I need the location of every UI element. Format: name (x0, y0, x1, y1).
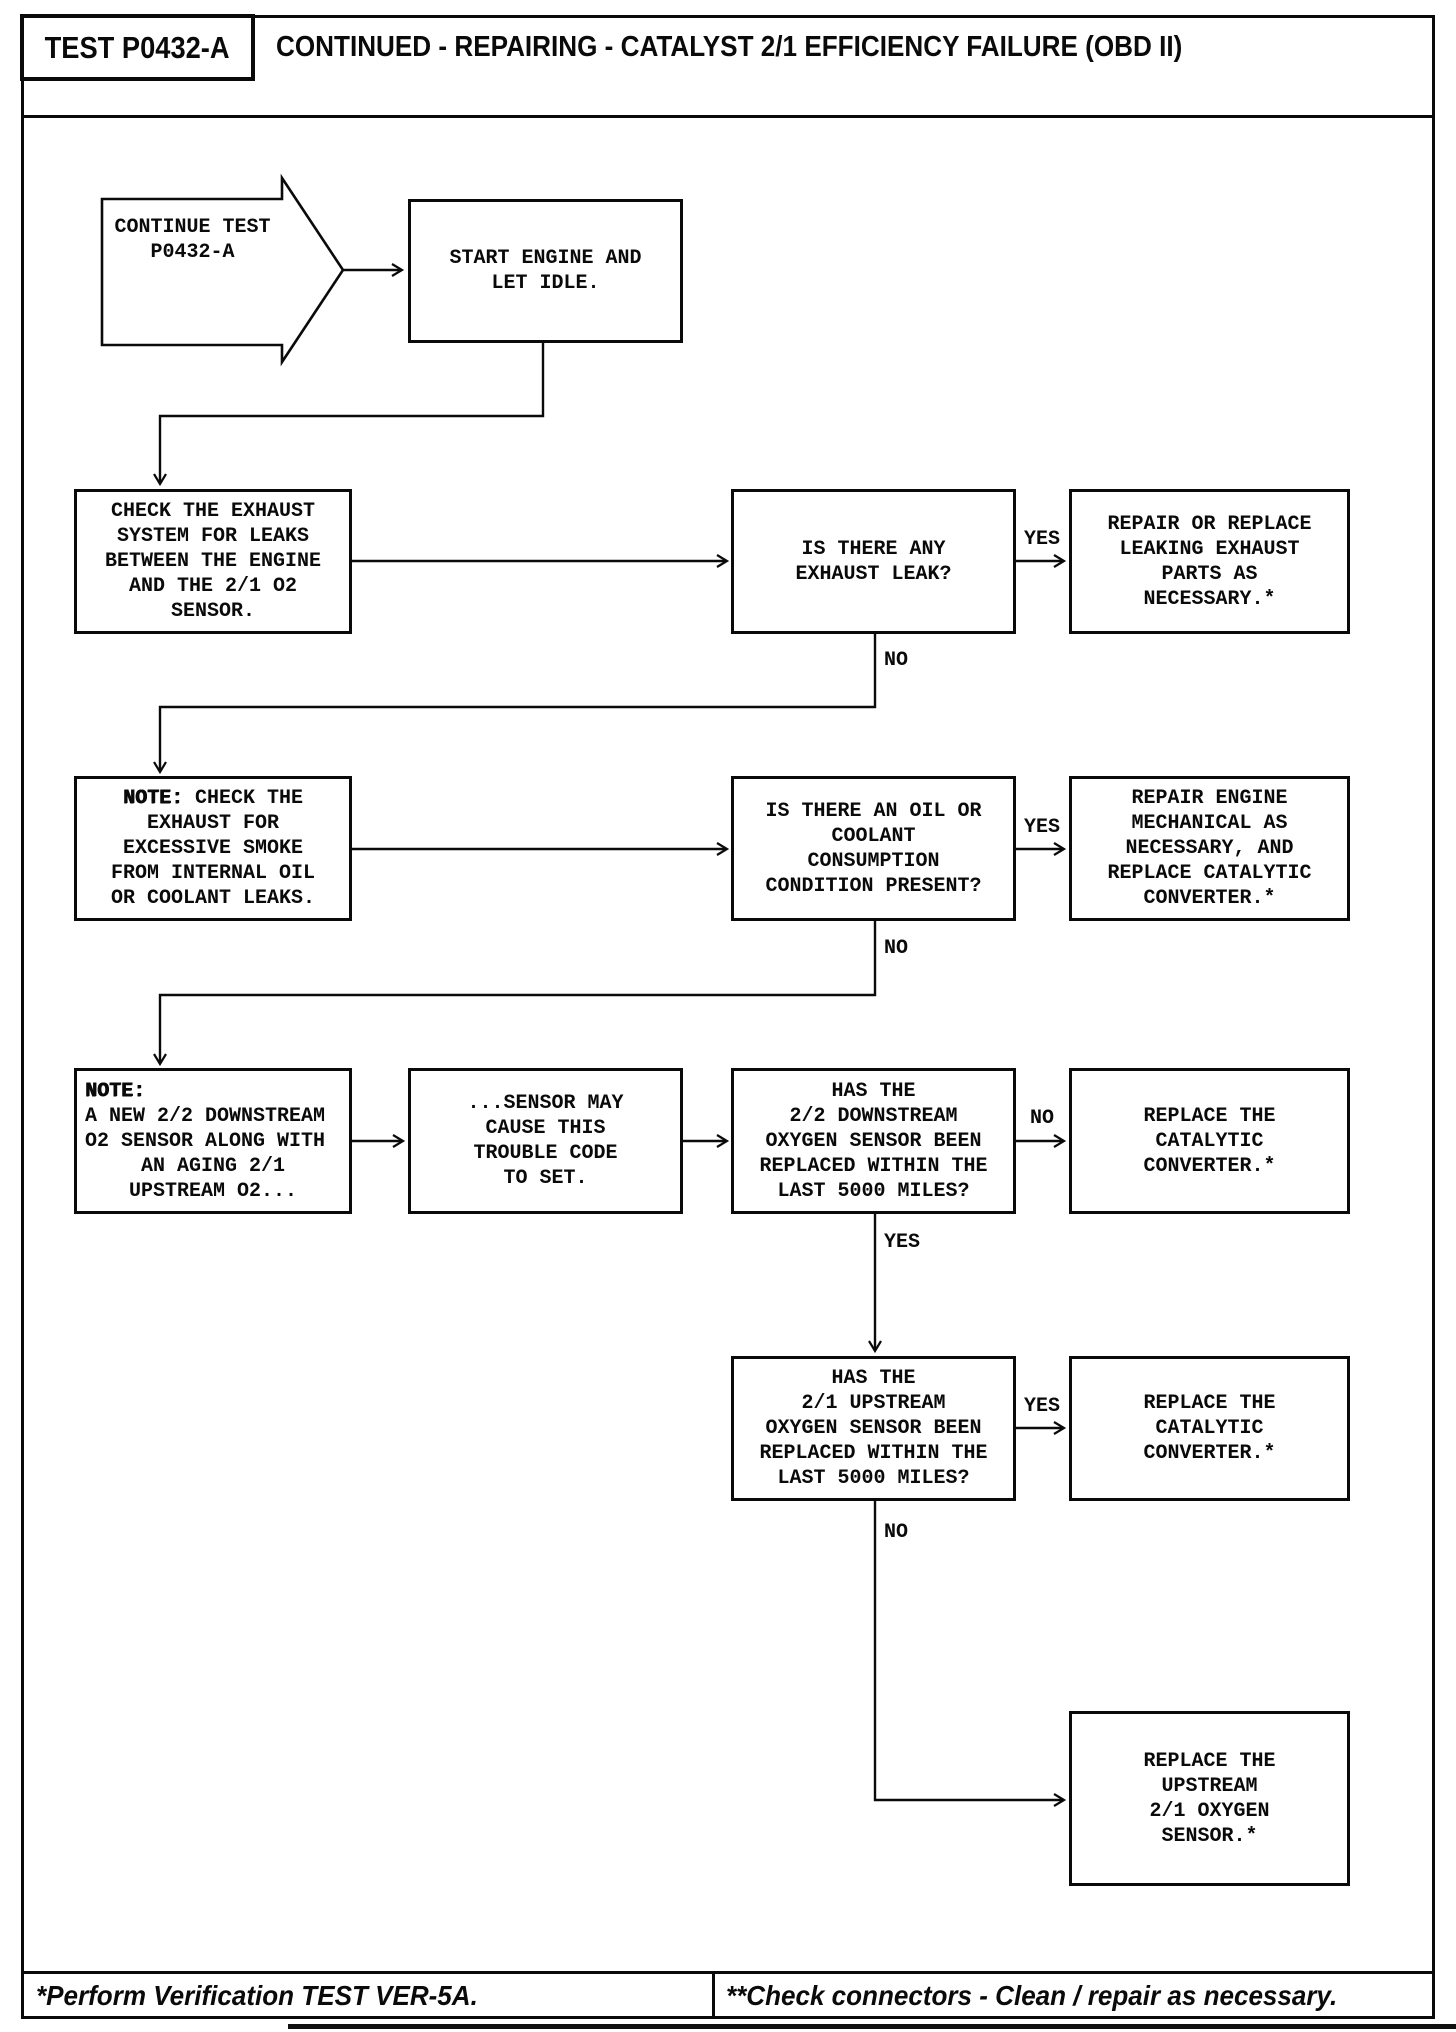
node-text-line: CONDITION PRESENT? (765, 874, 982, 898)
node-text-line: NOTE: CHECK THE (122, 787, 304, 810)
node-text-line: AN AGING 2/1 (140, 1154, 286, 1178)
node-text-line: REPAIR ENGINE (1131, 787, 1288, 810)
node-text-line: SYSTEM FOR LEAKS (116, 525, 310, 548)
node-text-line: CONVERTER.* (1143, 1442, 1276, 1465)
node-text-line: CHECK THE EXHAUST (110, 500, 316, 523)
node-text-line: IS THERE ANY (801, 537, 946, 561)
node-text-line: CONTINUE TEST (114, 216, 271, 239)
node-text-line: 2/2 DOWNSTREAM (789, 1104, 958, 1128)
node-text-line: REPLACE THE (1143, 1392, 1276, 1415)
header-divider (21, 115, 1435, 118)
node-text-line: 2/1 UPSTREAM (801, 1392, 946, 1415)
node-text-line: A NEW 2/2 DOWNSTREAM (85, 1104, 326, 1128)
edge-label-no-1: NO (884, 649, 909, 672)
node-text-line: LAST 5000 MILES? (777, 1467, 970, 1490)
node-text-line: CONVERTER.* (1143, 887, 1276, 910)
node-text-line: TO SET. (503, 1167, 588, 1190)
continue-arrow-shape (100, 173, 345, 367)
edge-q1-no-to-note1 (153, 634, 877, 775)
node-text-line: NOTE: (85, 1079, 146, 1103)
node-text-line: CATALYTIC (1155, 1129, 1264, 1153)
node-text-line: UPSTREAM O2... (128, 1179, 298, 1203)
edge-label-no-2: NO (884, 937, 909, 960)
node-text-line: NECESSARY.* (1143, 587, 1276, 611)
edge-label-yes-3: YES (884, 1231, 921, 1254)
node-text-line: LAST 5000 MILES? (777, 1179, 970, 1203)
node-text-line: REPLACE CATALYTIC (1107, 862, 1312, 885)
node-text-line: REPLACED WITHIN THE (759, 1154, 988, 1178)
node-text-line: SENSOR. (170, 600, 255, 623)
node-text-line: AND THE 2/1 O2 (128, 575, 298, 598)
edge-label-no-4: NO (884, 1521, 909, 1544)
footer-cell-divider (712, 1971, 715, 2018)
node-text-line: START ENGINE AND (449, 247, 642, 270)
node-text-line: COOLANT (831, 824, 916, 848)
node-text-line: TROUBLE CODE (473, 1142, 618, 1165)
node-text-line: SENSOR.* (1161, 1824, 1258, 1848)
footer-divider (21, 1971, 1435, 1974)
node-text-line: HAS THE (831, 1079, 916, 1103)
node-text-line: REPLACE THE (1143, 1104, 1276, 1128)
edge-q2-no-to-note2 (153, 921, 877, 1067)
node-text-line: EXHAUST LEAK? (795, 562, 952, 586)
node-text-line: HAS THE (831, 1367, 916, 1390)
node-text-line: NECESSARY, AND (1125, 837, 1294, 860)
test-id-box: TEST P0432-A (20, 14, 255, 81)
test-id-label: TEST P0432-A (45, 30, 230, 65)
node-text-line: ...SENSOR MAY (467, 1092, 624, 1115)
node-text-line: OXYGEN SENSOR BEEN (765, 1417, 982, 1440)
node-text-line: BETWEEN THE ENGINE (104, 550, 322, 573)
page-title: CONTINUED - REPAIRING - CATALYST 2/1 EFF… (276, 31, 1183, 63)
node-text-line: UPSTREAM (1161, 1774, 1258, 1798)
node-text-line: CONVERTER.* (1143, 1154, 1276, 1178)
node-text-line: CAUSE THIS (485, 1117, 606, 1140)
node-text-line: REPAIR OR REPLACE (1107, 512, 1312, 536)
footnote-connectors: **Check connectors - Clean / repair as n… (726, 1980, 1338, 2011)
node-text-line: EXCESSIVE SMOKE (122, 837, 304, 860)
edge-label-yes-4: YES (1023, 1395, 1060, 1418)
edge-label-no-3: NO (1029, 1107, 1054, 1130)
node-text-line: CATALYTIC (1155, 1417, 1264, 1440)
node-text-line: CONSUMPTION (807, 849, 940, 873)
node-text-line: REPLACE THE (1143, 1749, 1276, 1773)
node-text-line: PARTS AS (1161, 562, 1258, 586)
node-text-line: IS THERE AN OIL OR (765, 799, 982, 823)
edge-label-yes-2: YES (1023, 816, 1060, 839)
node-text-line: REPLACED WITHIN THE (759, 1442, 988, 1465)
node-text-line: P0432-A (150, 241, 235, 264)
node-text-line: EXHAUST FOR (146, 812, 280, 835)
node-text-line: OXYGEN SENSOR BEEN (765, 1129, 982, 1153)
node-text-line: FROM INTERNAL OIL (110, 862, 316, 885)
node-text-line: MECHANICAL AS (1131, 812, 1288, 835)
edge-start-to-check (153, 343, 545, 487)
node-text-line: O2 SENSOR ALONG WITH (85, 1129, 326, 1153)
node-text-line: LEAKING EXHAUST (1119, 537, 1300, 561)
node-text-line: 2/1 OXYGEN (1149, 1799, 1270, 1823)
node-text-line: LET IDLE. (491, 272, 600, 295)
page-edge-artifact (288, 2024, 1456, 2029)
edge-label-yes-1: YES (1023, 528, 1060, 551)
footnote-verification: *Perform Verification TEST VER-5A. (36, 1980, 478, 2011)
edge-q4-no-to-final (873, 1501, 1067, 1807)
document-frame (21, 15, 1435, 2019)
node-text-line: OR COOLANT LEAKS. (110, 887, 316, 910)
